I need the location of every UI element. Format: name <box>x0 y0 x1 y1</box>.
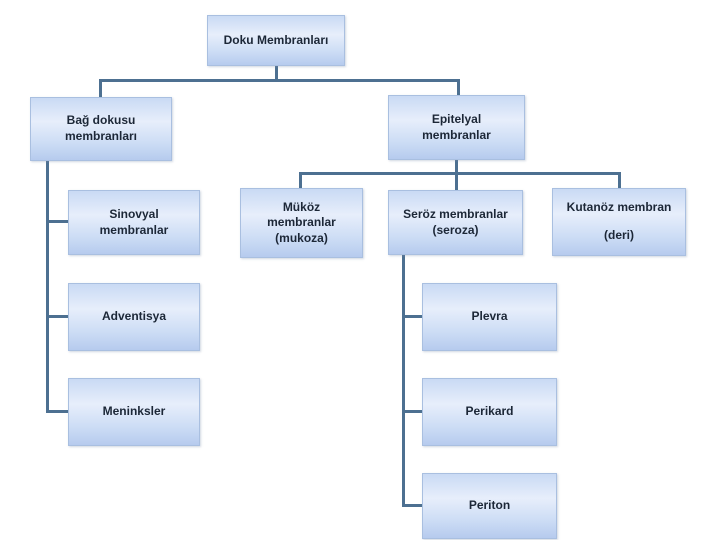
connector-level2-horizontal <box>299 172 621 175</box>
connector-epitelyal-stub <box>455 160 458 174</box>
node-bag-dokusu-label: Bağ dokusu membranları <box>64 113 138 143</box>
node-plevra: Plevra <box>422 283 557 351</box>
connector-stub-kutanoz <box>618 172 621 189</box>
node-mukoz-label: Müköz membranlar (mukoza) <box>267 199 336 245</box>
connector-seroz-vertical <box>402 255 405 506</box>
node-kutanoz-label: Kutanöz membran (deri) <box>566 200 672 242</box>
node-kutanoz-membran: Kutanöz membran (deri) <box>552 188 686 256</box>
node-adventisya: Adventisya <box>68 283 200 351</box>
connector-stub-epitelyal <box>457 79 460 96</box>
node-meninksler: Meninksler <box>68 378 200 446</box>
node-adventisya-label: Adventisya <box>101 309 167 324</box>
connector-elbow-meninksler <box>46 410 68 413</box>
node-doku-membranlari-label: Doku Membranları <box>223 32 329 47</box>
connector-elbow-adventisya <box>46 315 68 318</box>
node-perikard-label: Perikard <box>465 404 514 419</box>
connector-elbow-sinovyal <box>46 220 68 223</box>
node-seroz-label: Seröz membranlar (seroza) <box>403 206 508 237</box>
node-seroz-membranlar: Seröz membranlar (seroza) <box>388 190 523 255</box>
node-doku-membranlari: Doku Membranları <box>207 15 345 66</box>
node-epitelyal-label: Epitelyal membranlar <box>422 111 491 142</box>
connector-level1-horizontal <box>99 79 460 82</box>
node-plevra-label: Plevra <box>471 309 508 324</box>
connector-stub-mukoz <box>299 172 302 189</box>
node-periton-label: Periton <box>468 498 511 513</box>
connector-elbow-plevra <box>402 315 422 318</box>
node-perikard: Perikard <box>422 378 557 446</box>
connector-elbow-periton <box>402 504 422 507</box>
node-epitelyal-membranlar: Epitelyal membranlar <box>388 95 525 160</box>
connector-stub-seroz <box>455 172 458 191</box>
node-periton: Periton <box>422 473 557 539</box>
connector-elbow-perikard <box>402 410 422 413</box>
node-bag-dokusu-membranlari: Bağ dokusu membranları <box>30 97 172 161</box>
connector-stub-bag-dokusu <box>99 79 102 98</box>
node-mukoz-membranlar: Müköz membranlar (mukoza) <box>240 188 363 258</box>
connector-bag-dokusu-vertical <box>46 161 49 412</box>
connector-root-stub <box>275 65 278 81</box>
node-sinovyal-label: Sinovyal membranlar <box>99 206 169 237</box>
node-sinovyal-membranlar: Sinovyal membranlar <box>68 190 200 255</box>
node-meninksler-label: Meninksler <box>102 404 166 419</box>
